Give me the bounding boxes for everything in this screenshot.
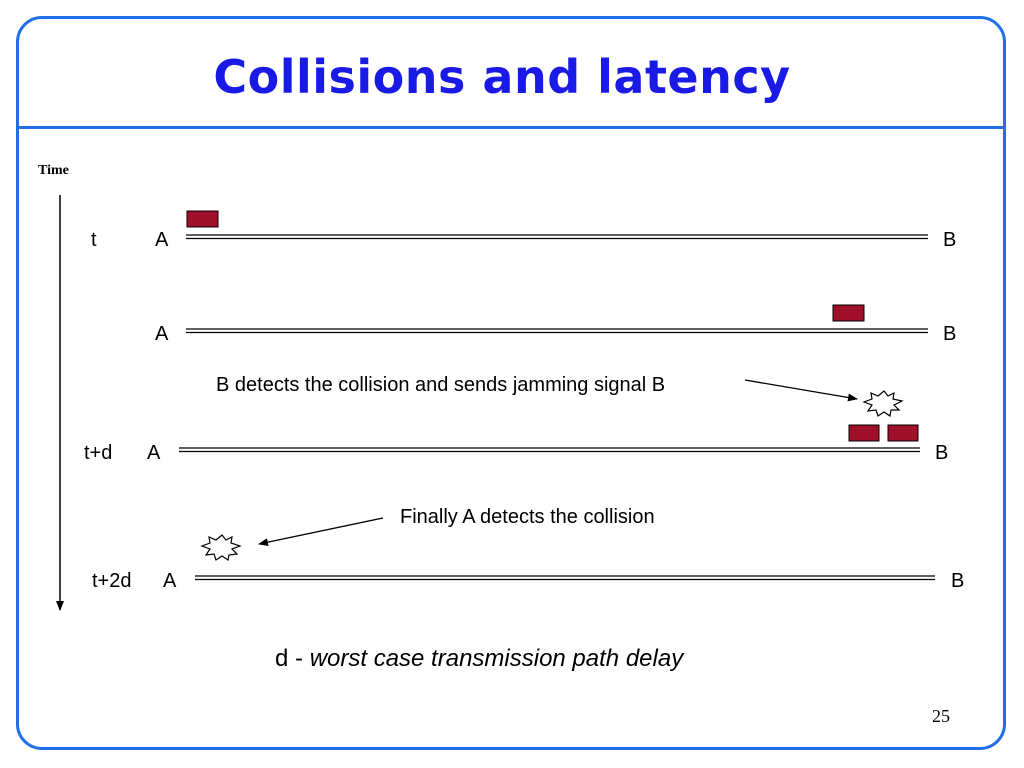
row-2-node-b: B [943,323,957,345]
page-number: 25 [932,706,950,726]
slide-title: Collisions and latency [213,50,791,104]
delay-legend: d - worst case transmission path delay [275,645,683,673]
row-1-node-b: B [943,229,957,251]
row-3-cable [179,447,920,453]
collision-burst-icon-a [200,534,242,561]
arrow-to-a-burst [258,517,384,547]
packet-near-b [832,304,865,322]
arrow-to-b-burst [744,379,858,402]
packet-collision-right [887,424,919,442]
packet-collision-left [848,424,880,442]
title-divider [16,126,1006,129]
slide-frame [16,16,1006,750]
row-3-time-label: t+d [84,442,113,464]
row-3-node-a: A [147,442,161,464]
collision-burst-icon-b [862,390,904,418]
row-4-node-a: A [163,570,177,592]
packet-a-start [186,210,219,228]
time-axis-label: Time [38,163,69,178]
row-1-time-label: t [91,229,97,251]
row-1-node-a: A [155,229,169,251]
row-2-cable [186,328,928,334]
row-4-cable [195,575,935,581]
row-1-cable [186,234,928,240]
row-3-node-b: B [935,442,949,464]
legend-definition: worst case transmission path delay [309,645,684,672]
row-2-node-a: A [155,323,169,345]
row-4-time-label: t+2d [92,570,132,592]
annotation-a-detects: Finally A detects the collision [400,506,655,528]
legend-prefix: d - [275,645,310,672]
annotation-b-detects: B detects the collision and sends jammin… [216,374,666,396]
row-4-node-b: B [951,570,965,592]
